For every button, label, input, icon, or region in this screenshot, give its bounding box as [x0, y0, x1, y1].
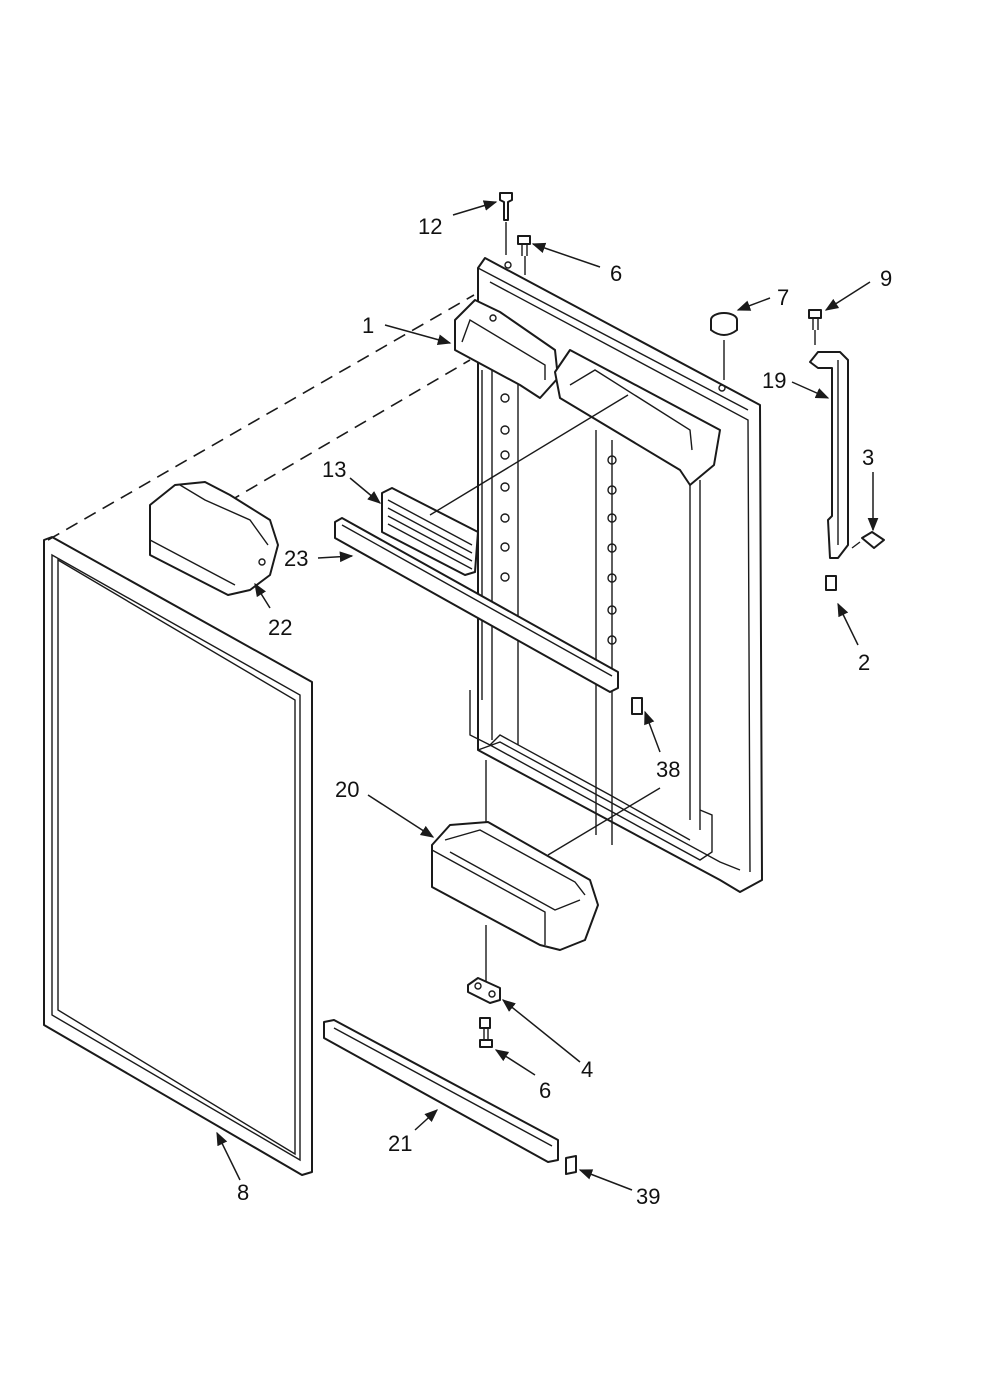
callout-labels: 12 6 1 7 9 19 13 3 23 22 2 38 20 4 6 21 …: [237, 214, 892, 1209]
callout-22: 22: [268, 615, 292, 640]
clip-part-2: [825, 575, 837, 591]
shelf-bin-part-22: [149, 481, 279, 596]
callout-39: 39: [636, 1184, 660, 1209]
shelf-front-part-13: [381, 487, 479, 576]
callout-12: 12: [418, 214, 442, 239]
callout-21: 21: [388, 1131, 412, 1156]
callout-6-lower: 6: [539, 1078, 551, 1103]
callout-7: 7: [777, 285, 789, 310]
plug-button-part-7: [710, 312, 738, 380]
clip-part-39: [565, 1155, 577, 1175]
callout-3: 3: [862, 445, 874, 470]
callout-38: 38: [656, 757, 680, 782]
part-20-alignment-line: [547, 787, 661, 856]
clip-part-38: [631, 697, 643, 715]
screw-part-6-upper: [517, 235, 531, 275]
door-gasket-part-8: [43, 536, 313, 1176]
hinge-pin-part-12: [499, 192, 513, 255]
rail-part-23: [334, 517, 619, 693]
part-13-alignment-line: [429, 394, 629, 516]
alignment-dashed-lines: [47, 294, 475, 541]
screw-part-6-lower: [479, 1017, 493, 1048]
callout-6-upper: 6: [610, 261, 622, 286]
door-liner-part-1: [454, 257, 763, 893]
door-bin-part-20: [431, 821, 599, 951]
callout-19: 19: [762, 368, 786, 393]
callout-23: 23: [284, 546, 308, 571]
callout-8: 8: [237, 1180, 249, 1205]
callout-2: 2: [858, 650, 870, 675]
callout-1: 1: [362, 313, 374, 338]
callout-13: 13: [322, 457, 346, 482]
trim-strip-part-21: [323, 1019, 559, 1163]
hinge-plate-part-4: [467, 977, 501, 1004]
callout-4: 4: [581, 1057, 593, 1082]
callout-9: 9: [880, 266, 892, 291]
screw-part-9: [808, 309, 822, 345]
shelf-peg-holes: [500, 393, 617, 645]
screw-part-3: [851, 531, 885, 549]
callout-20: 20: [335, 777, 359, 802]
door-handle-part-19: [809, 351, 849, 559]
leader-lines: [216, 200, 879, 1191]
